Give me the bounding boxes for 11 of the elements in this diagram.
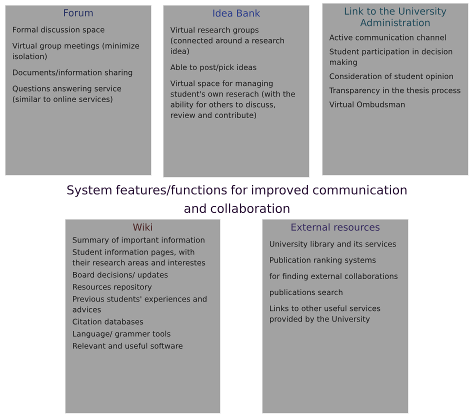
feature-box xyxy=(163,5,310,178)
box-heading: Wiki xyxy=(133,223,152,231)
feature-box xyxy=(5,5,152,176)
box-heading: External resources xyxy=(292,223,380,231)
feature-box xyxy=(65,219,221,414)
box-heading: Link to the University Administration xyxy=(344,7,446,26)
feature-box xyxy=(322,3,469,176)
box-heading: Forum xyxy=(64,9,93,16)
feature-box xyxy=(262,219,409,414)
box-heading: Idea Bank xyxy=(213,9,260,17)
diagram-title: System features/functions for improved communication and collaboration xyxy=(67,185,406,214)
